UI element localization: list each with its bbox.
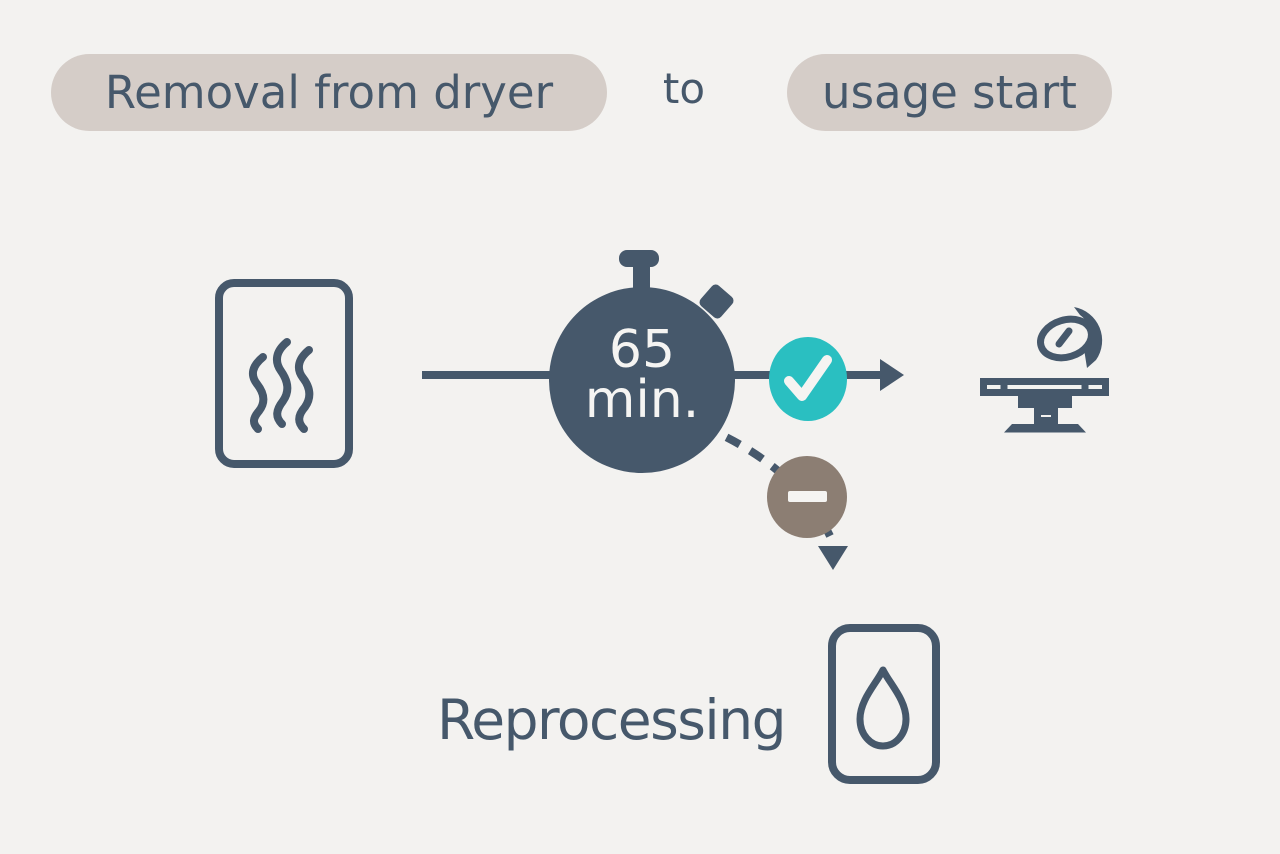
operating-table-icon	[980, 307, 1109, 433]
table-icon	[980, 378, 1109, 433]
timer-unit: min.	[584, 370, 700, 430]
dryer-card-icon	[215, 279, 353, 468]
stopwatch-face	[549, 287, 735, 473]
to-step-chip-label: usage start	[822, 66, 1077, 119]
check-icon	[784, 355, 832, 401]
reprocessing-label: Reprocessing	[437, 688, 787, 752]
timer-duration: 65 min.	[559, 320, 725, 430]
heat-waves-icon	[248, 338, 314, 433]
minus-badge	[767, 456, 847, 538]
reprocessing-card-icon	[828, 624, 940, 784]
from-step-chip-label: Removal from dryer	[104, 66, 554, 119]
stopwatch-stem	[633, 260, 650, 294]
stopwatch-button-cap	[619, 250, 659, 267]
fail-arrowhead	[818, 546, 848, 570]
from-step-chip[interactable]: Removal from dryer	[51, 54, 607, 131]
timer-value: 65	[608, 320, 676, 380]
stopwatch-side-button	[699, 284, 734, 319]
stopwatch-icon	[549, 250, 735, 473]
water-drop-icon	[856, 666, 910, 750]
check-badge	[769, 337, 847, 421]
to-step-chip[interactable]: usage start	[787, 54, 1112, 131]
range-connector-label: to	[662, 64, 706, 113]
success-arrowhead	[880, 359, 904, 391]
surgical-lamp-icon	[1037, 307, 1103, 368]
minus-icon	[788, 491, 827, 502]
